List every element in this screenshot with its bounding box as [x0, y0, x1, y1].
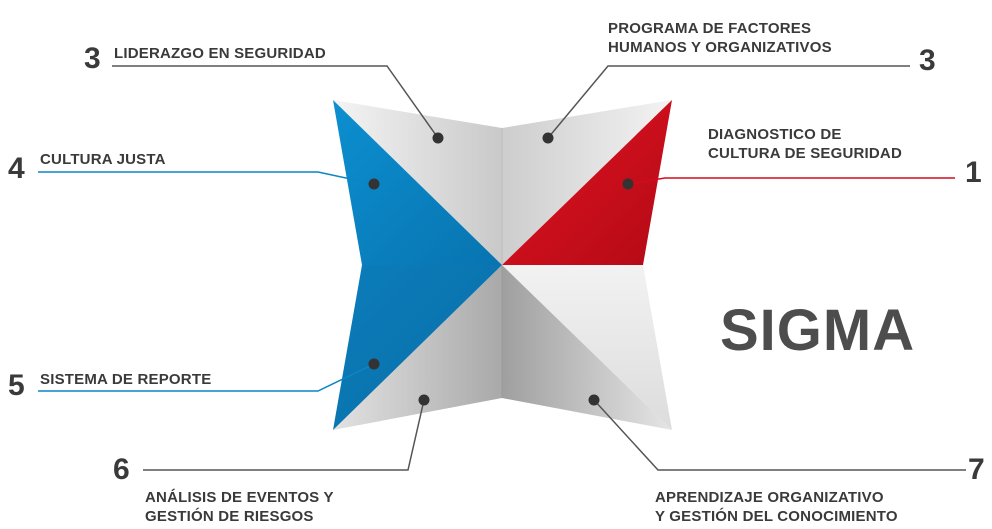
number-3-left: 3: [84, 42, 101, 75]
dot-3: [432, 132, 444, 144]
label-sistema-reporte: SISTEMA DE REPORTE: [40, 371, 212, 388]
dot-5: [368, 358, 380, 370]
leader-line-4: [38, 171, 375, 185]
panel-blue-upper: [333, 100, 502, 265]
dot-1: [622, 178, 634, 190]
leader-line-3: [112, 65, 439, 139]
label-cultura-justa: CULTURA JUSTA: [40, 151, 166, 168]
label-programa-factores: PROGRAMA DE FACTORES HUMANOS Y ORGANIZAT…: [608, 20, 832, 56]
sigma-title: SIGMA: [720, 298, 916, 363]
leader-line-6: [143, 399, 425, 471]
label-analisis-eventos: ANÁLISIS DE EVENTOS Y GESTIÓN DE RIESGOS: [145, 489, 334, 525]
number-1: 1: [965, 156, 982, 189]
dot-4: [368, 178, 380, 190]
number-3-right: 3: [919, 44, 936, 77]
number-5: 5: [8, 369, 25, 402]
label-aprendizaje: APRENDIZAJE ORGANIZATIVO Y GESTIÓN DEL C…: [655, 489, 898, 525]
leader-line-1: [627, 177, 955, 185]
number-7: 7: [968, 453, 985, 486]
number-6: 6: [113, 453, 130, 486]
leader-line-2: [547, 65, 910, 139]
leader-line-5: [38, 363, 375, 392]
dot-2: [542, 132, 554, 144]
panel-red: [502, 100, 672, 265]
label-liderazgo: LIDERAZGO EN SEGURIDAD: [114, 45, 326, 62]
dot-7: [588, 394, 600, 406]
panel-bottom-right: [502, 265, 672, 430]
number-4: 4: [8, 152, 25, 185]
label-diagnostico-cultura: DIAGNOSTICO DE CULTURA DE SEGURIDAD: [708, 126, 902, 162]
panel-blue-lower: [333, 265, 502, 430]
dot-6: [418, 394, 430, 406]
leader-line-7: [593, 399, 966, 471]
